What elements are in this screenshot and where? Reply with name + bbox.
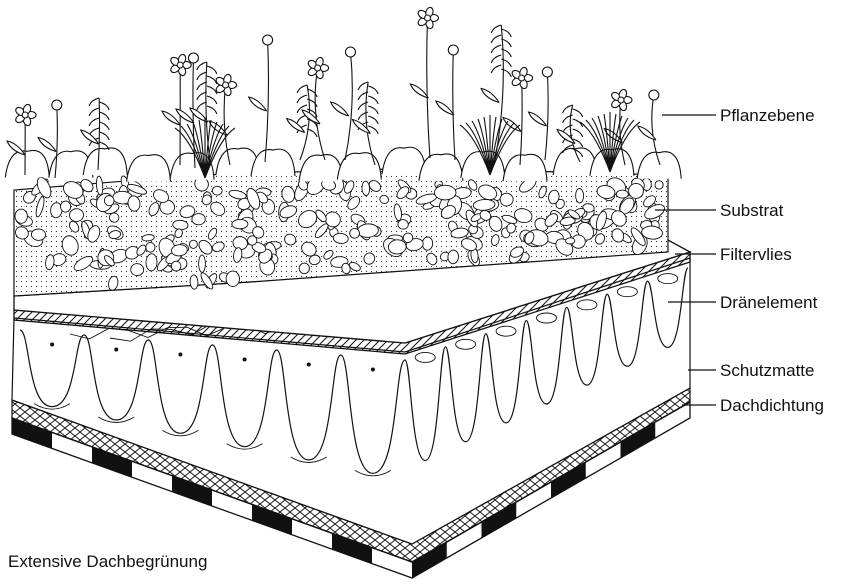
substrate-pebble (565, 238, 575, 245)
cup-hole (307, 363, 311, 367)
cup-hole (178, 353, 182, 357)
cushion-plant (503, 154, 547, 181)
plant-stem (315, 68, 325, 160)
cushion-plant (251, 149, 295, 176)
flower-head (448, 45, 458, 55)
flower-center (425, 15, 431, 21)
flower-head (649, 90, 659, 100)
label-schutzmatte: Schutzmatte (720, 362, 815, 379)
flower-head (542, 67, 552, 77)
plant-leaf (331, 102, 349, 116)
flower-center (177, 62, 183, 68)
plant-leaf (638, 126, 656, 140)
plant-stem (453, 50, 455, 160)
plant-leaf (81, 130, 99, 144)
substrate-pebble (628, 183, 644, 199)
substrate-pebble (31, 229, 46, 241)
substrate-pebble (362, 181, 370, 196)
plant-leaf (481, 89, 499, 103)
substrate-pebble (575, 188, 583, 203)
substrate-pebble (226, 271, 239, 286)
plant-stem (345, 52, 352, 160)
substrate-pebble (616, 190, 628, 198)
diagram-caption: Extensive Dachbegrünung (8, 552, 207, 572)
plant-leaf (302, 110, 320, 124)
flower-head (263, 35, 273, 45)
plant-leaf (162, 111, 180, 125)
label-filtervlies: Filtervlies (720, 246, 792, 263)
cushion-plant (637, 152, 681, 179)
cushion-plant (419, 154, 463, 181)
substrate-pebble (232, 219, 248, 229)
cushion-plant (337, 153, 381, 180)
plant-leaf (38, 138, 56, 152)
cushion-plant (83, 148, 127, 175)
substrate-pebble (398, 219, 409, 229)
substrate-pebble (15, 209, 28, 224)
cup-hole (371, 368, 375, 372)
label-substrat: Substrat (720, 202, 783, 219)
plant-leaf (287, 119, 305, 133)
flower-center (315, 65, 321, 71)
cushion-plant (382, 147, 426, 174)
flower-center (618, 97, 624, 103)
flower-center (223, 82, 229, 88)
cushion-plant (299, 155, 343, 182)
cushion-plant (127, 155, 171, 182)
cup-hole (114, 348, 118, 352)
substrate-pebble (60, 201, 71, 212)
plant-stem (427, 18, 430, 158)
plant-stem (545, 72, 548, 160)
substrate-pebble (199, 255, 206, 272)
plant-leaf (249, 97, 267, 111)
flower-center (22, 112, 28, 118)
label-dachdichtung: Dachdichtung (720, 397, 824, 414)
plant-leaf (557, 130, 575, 144)
substrate-pebble (212, 186, 222, 195)
pflanzebene-layer (5, 6, 681, 181)
substrate-pebble (192, 213, 206, 224)
plant-leaf (529, 112, 547, 126)
flower-center (519, 75, 525, 81)
flower-head (345, 47, 355, 57)
cup-hole (243, 358, 247, 362)
flower-head (188, 53, 198, 63)
cushion-plant (5, 150, 49, 177)
label-draenelement: Dränelement (720, 294, 817, 311)
label-pflanzebene: Pflanzebene (720, 107, 815, 124)
substrate-pebble (447, 250, 459, 264)
cup-hole (50, 343, 54, 347)
substrate-pebble (434, 185, 456, 200)
plant-leaf (491, 65, 511, 77)
plant-leaf (410, 84, 428, 98)
plant-stem (520, 78, 522, 165)
plant-stem (265, 40, 268, 162)
flower-head (52, 100, 62, 110)
plant-leaf (436, 101, 454, 115)
